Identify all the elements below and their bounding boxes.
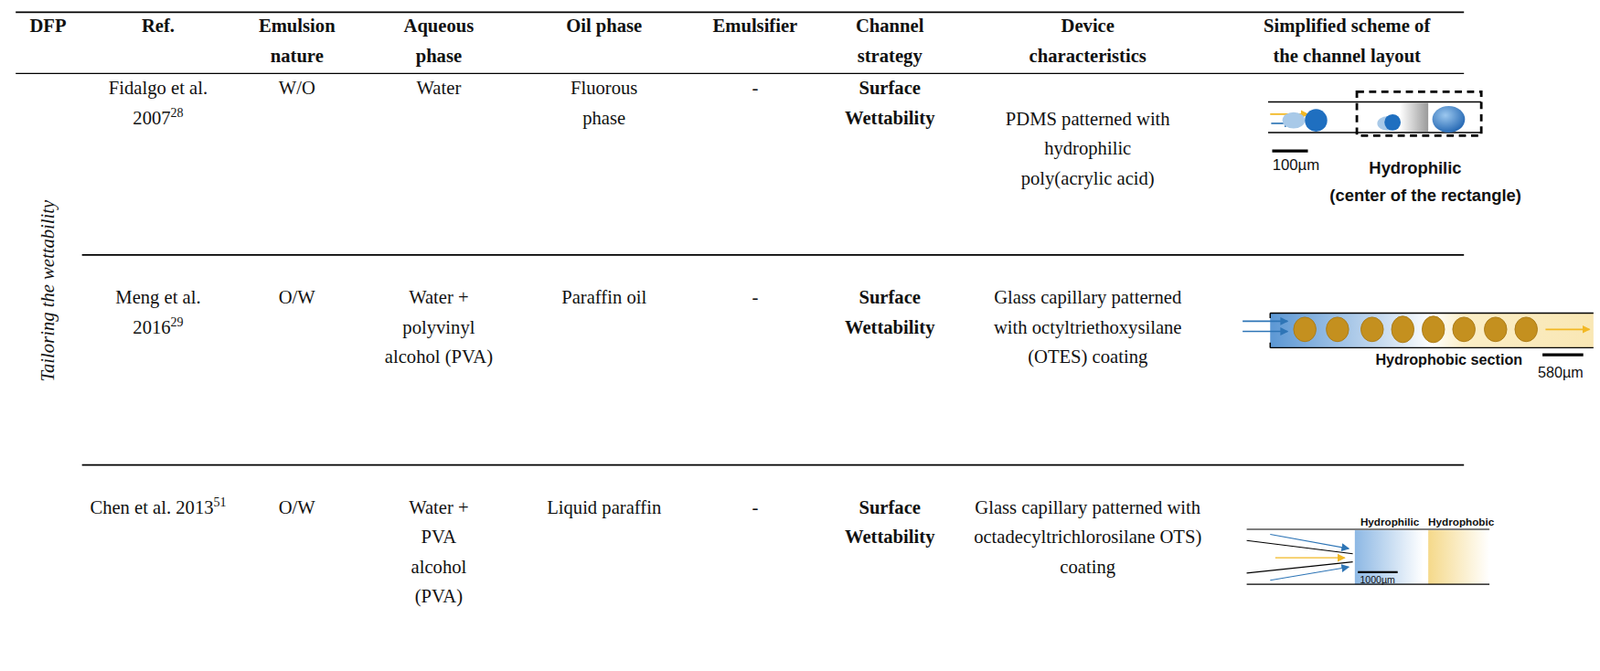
reference-cell: Meng et al. 201629 <box>89 282 228 342</box>
scale-label: 580µm <box>1525 362 1597 382</box>
region-label: Hydrophilic <box>1354 157 1477 179</box>
table-cell: Surface Wettability <box>831 282 949 342</box>
table-cell: Glass capillary patterned with octadecyl… <box>968 492 1208 582</box>
column-header: Emulsion nature <box>245 10 349 71</box>
region-label: Hydrophilic <box>1354 515 1426 530</box>
region-label: Hydrophobic section <box>1356 350 1541 369</box>
table-cell: Surface Wettability <box>831 73 949 133</box>
column-header: Aqueous phase <box>387 10 491 71</box>
table-cell: Liquid paraffin <box>522 492 686 523</box>
scale-label: 100µm <box>1255 156 1337 176</box>
region-label: Hydrophobic <box>1425 515 1497 530</box>
table-cell: Water <box>383 73 496 103</box>
table-cell: Paraffin oil <box>533 282 676 312</box>
table-cell: Glass capillary patterned with octyltrie… <box>982 282 1193 372</box>
reference-cell: Chen et al. 201351 <box>89 492 228 523</box>
table-cell: - <box>735 73 777 103</box>
column-header: Channel strategy <box>838 10 941 71</box>
table-cell: Water + PVA alcohol (PVA) <box>392 492 487 612</box>
reference-number: 51 <box>213 494 227 510</box>
scale-label: 1000µm <box>1352 574 1404 587</box>
column-header: Oil phase <box>563 10 645 41</box>
table-cell: - <box>735 492 777 523</box>
column-header: Ref. <box>112 10 204 41</box>
table-cell: - <box>735 282 777 312</box>
reference-number: 29 <box>170 314 184 330</box>
table-cell: Water + polyvinyl alcohol (PVA) <box>374 282 503 372</box>
table-cell: Surface Wettability <box>831 492 949 553</box>
table-cell: Fluorous phase <box>553 73 656 133</box>
group-label: Tailoring the wettability <box>32 158 63 424</box>
column-header: Emulsifier <box>693 10 817 41</box>
reference-cell: Fidalgo et al. 200728 <box>89 73 228 133</box>
column-header: DFP <box>11 10 84 41</box>
column-header: Device characteristics <box>1011 10 1164 71</box>
table-cell: O/W <box>256 282 338 312</box>
table-cell: W/O <box>256 73 338 103</box>
reference-number: 28 <box>170 105 184 120</box>
table-cell: O/W <box>256 492 338 523</box>
region-label: (center of the rectangle) <box>1302 184 1548 206</box>
table-cell: PDMS patterned with hydrophilic poly(acr… <box>1001 104 1175 193</box>
column-header: Simplified scheme of the channel layout <box>1224 10 1470 71</box>
